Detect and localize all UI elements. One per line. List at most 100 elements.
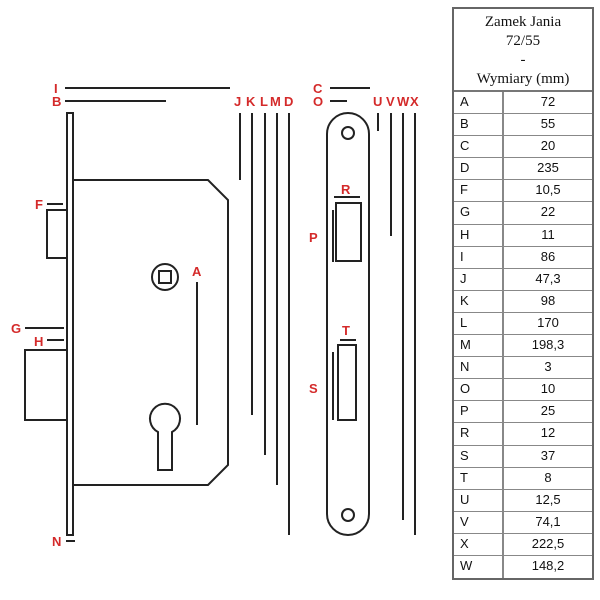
dimension-value: 198,3 <box>531 337 565 353</box>
lock-diagram: I B J K L M D C O U V W X F A G H N R P … <box>11 81 419 549</box>
table-row: W 148,2 <box>454 555 592 579</box>
label-R: R <box>341 182 351 197</box>
dimension-key: O <box>454 379 504 401</box>
dimension-value: 10 <box>540 381 556 397</box>
table-row: G 22 <box>454 202 592 225</box>
table-row: R 12 <box>454 423 592 446</box>
table-row: V 74,1 <box>454 511 592 534</box>
dimension-key: K <box>454 290 504 312</box>
dimension-key: H <box>454 224 504 246</box>
dimension-value: 170 <box>537 314 559 330</box>
lock-case <box>73 179 229 486</box>
table-row: I 86 <box>454 246 592 269</box>
dimension-key: N <box>454 357 504 379</box>
label-F: F <box>35 197 43 212</box>
dimension-value: 25 <box>540 403 556 419</box>
table-row: M 198,3 <box>454 335 592 358</box>
label-J: J <box>234 94 241 109</box>
dimension-value: 12 <box>540 425 556 441</box>
table-units: Wymiary (mm) <box>476 71 570 87</box>
dimension-value: 12,5 <box>535 491 561 507</box>
table-title: Zamek Jania <box>484 14 562 30</box>
table-row: S 37 <box>454 445 592 468</box>
spindle-square <box>158 270 172 284</box>
dimension-value: 98 <box>540 292 556 308</box>
table-row: H 11 <box>454 224 592 247</box>
dimension-lines <box>25 87 416 542</box>
table-row: P 25 <box>454 401 592 424</box>
dimension-key: M <box>454 335 504 357</box>
dimension-key: I <box>454 246 504 268</box>
table-row: U 12,5 <box>454 489 592 512</box>
label-C: C <box>313 81 323 96</box>
label-O: O <box>313 94 323 109</box>
label-T: T <box>342 323 350 338</box>
dimension-key: D <box>454 158 504 180</box>
dimension-value: 72 <box>540 94 556 109</box>
dimension-value: 8 <box>544 469 552 485</box>
table-row: D 235 <box>454 158 592 181</box>
dimension-key: A <box>454 92 504 114</box>
table-row: L 170 <box>454 312 592 336</box>
dimension-key: C <box>454 136 504 158</box>
dimension-key: P <box>454 401 504 423</box>
table-header: Zamek Jania 72/55 - Wymiary (mm) <box>454 9 592 92</box>
dimension-value: 86 <box>540 248 556 264</box>
screw-hole-bottom <box>341 508 355 522</box>
table-row: A 72 <box>454 92 592 115</box>
dimension-value: 74,1 <box>535 513 561 529</box>
dimension-key: W <box>454 555 504 579</box>
label-L: L <box>260 94 268 109</box>
lock-body-drawing <box>24 112 229 536</box>
dimension-value: 148,2 <box>531 557 565 573</box>
dimension-key: U <box>454 489 504 511</box>
dimension-key: T <box>454 467 504 489</box>
dimension-value: 235 <box>537 160 559 176</box>
label-K: K <box>246 94 256 109</box>
dimension-key: S <box>454 445 504 467</box>
bolt-slot <box>337 344 357 421</box>
dimension-key: L <box>454 312 504 335</box>
label-X: X <box>410 94 419 109</box>
cylinder-hole <box>149 402 181 471</box>
label-P: P <box>309 230 318 245</box>
strike-plate <box>326 112 370 536</box>
latch-slot <box>335 202 362 262</box>
label-S: S <box>309 381 318 396</box>
strike-plate-drawing <box>326 112 370 536</box>
dimension-value: 55 <box>540 116 556 132</box>
faceplate <box>66 112 74 536</box>
dimension-key: G <box>454 202 504 224</box>
dimension-value: 10,5 <box>535 182 561 198</box>
table-row: K 98 <box>454 290 592 313</box>
dimension-value: 3 <box>544 359 552 375</box>
dimension-value: 20 <box>540 138 556 154</box>
table-row: O 10 <box>454 379 592 402</box>
dimension-value: 37 <box>540 447 556 463</box>
label-M: M <box>270 94 281 109</box>
table-separator: - <box>520 52 526 68</box>
spindle-hole <box>151 263 179 291</box>
dimension-key: R <box>454 423 504 445</box>
label-G: G <box>11 321 21 336</box>
dimension-value: 11 <box>541 226 555 242</box>
screw-hole-top <box>341 126 355 140</box>
dimension-value: 222,5 <box>531 535 565 551</box>
dimension-key: V <box>454 511 504 533</box>
label-I: I <box>54 81 58 96</box>
deadbolt <box>24 349 68 421</box>
dimension-value: 22 <box>540 204 556 220</box>
label-D: D <box>284 94 293 109</box>
label-V: V <box>386 94 395 109</box>
latch <box>46 209 68 259</box>
dimension-key: F <box>454 180 504 202</box>
table-row: C 20 <box>454 136 592 159</box>
label-B: B <box>52 94 61 109</box>
table-row: F 10,5 <box>454 180 592 203</box>
label-H: H <box>34 334 43 349</box>
